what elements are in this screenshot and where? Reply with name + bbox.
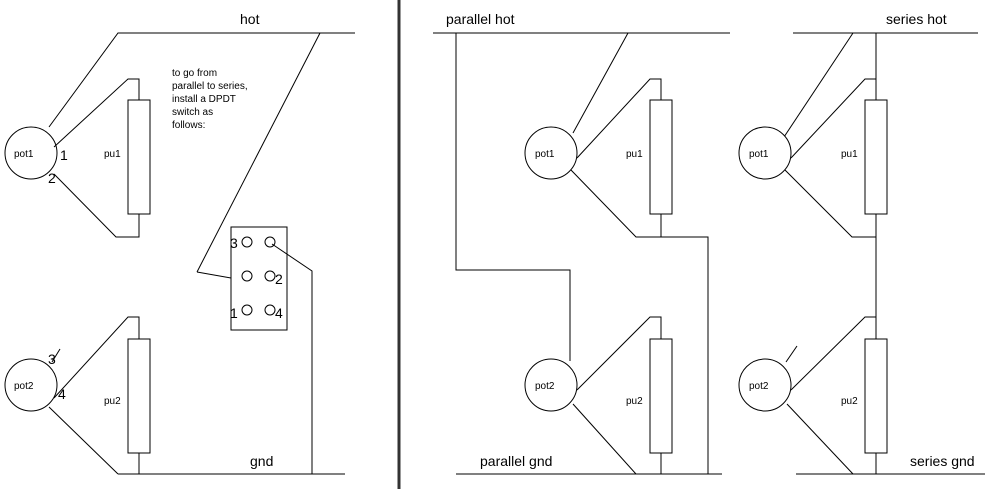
switch-lug-mid-left (241, 270, 253, 282)
note-line-1: to go from (172, 68, 217, 79)
series-pu1-body (864, 99, 888, 215)
series-pu1-label: pu1 (841, 149, 858, 160)
switch-lug-bottom-left (241, 304, 253, 316)
hot-label: hot (240, 11, 260, 27)
pu1-bottom-lead (53, 173, 140, 238)
pu1-label: pu1 (104, 149, 121, 160)
pu2-top-lead (53, 316, 140, 399)
parallel-pot2-label: pot2 (535, 381, 555, 392)
series-panel: pot1 pu1 pot2 pu2 series hot series gnd (738, 11, 985, 475)
series-pu2-label: pu2 (841, 396, 858, 407)
series-pot2-open-lead (785, 345, 798, 363)
left-panel: pot1 pu1 1 2 pot2 pu2 3 4 to go from par… (4, 11, 355, 475)
pot2-label: pot2 (14, 381, 34, 392)
parallel-pot2-circle (524, 358, 578, 412)
hot-to-switch-wire (196, 32, 321, 273)
series-pu2-top-lead (790, 316, 876, 391)
parallel-gnd-return (661, 236, 709, 474)
series-pot2-circle (738, 358, 792, 412)
switch-lug-bottom-right (264, 304, 276, 316)
pu1-top-lead (53, 78, 140, 148)
series-pot1-label: pot1 (749, 149, 769, 160)
parallel-pu1-bottom-lead (570, 169, 662, 238)
parallel-pot2-to-gnd (572, 403, 637, 475)
parallel-pu2-label: pu2 (626, 396, 643, 407)
switch-lug-top-left (241, 236, 253, 248)
note-line-3: install a DPDT (172, 94, 236, 105)
hot-wire (48, 32, 355, 128)
parallel-pot1-circle (524, 126, 578, 180)
note-line-5: follows: (172, 120, 205, 131)
pot2-pin-3: 3 (48, 351, 56, 367)
switch-pin-3: 3 (230, 235, 238, 251)
switch-pin-2: 2 (275, 271, 283, 287)
series-pu1-bottom-lead (784, 169, 876, 238)
series-gnd-label: series gnd (910, 453, 975, 469)
gnd-label: gnd (250, 453, 273, 469)
parallel-panel: pot1 pu1 pot2 pu2 parallel hot parallel … (433, 11, 730, 475)
parallel-pot1-label: pot1 (535, 149, 555, 160)
pu2-body (127, 338, 151, 454)
series-hot-label: series hot (886, 11, 947, 27)
dpdt-switch-body (230, 226, 288, 331)
switch-pin-1: 1 (230, 305, 238, 321)
parallel-pu2-top-lead (576, 316, 662, 391)
series-pot2-to-gnd (786, 403, 854, 475)
pot2-circle (4, 358, 58, 412)
parallel-pu2-body (649, 338, 673, 454)
series-hot-to-pot1-wire (783, 32, 854, 138)
switch-pin-4: 4 (275, 305, 283, 321)
pot2-pin-3-lead (51, 348, 61, 363)
pot2-pin-4: 4 (58, 386, 66, 402)
series-pu2-body (864, 338, 888, 454)
pot1-label: pot1 (14, 149, 34, 160)
series-pot2-label: pot2 (749, 381, 769, 392)
pot1-circle (4, 126, 58, 180)
series-pot1-circle (738, 126, 792, 180)
pu1-body (127, 99, 151, 215)
parallel-pu1-label: pu1 (626, 149, 643, 160)
pot1-pin-2: 2 (48, 170, 56, 186)
pot2-to-gnd-wire (48, 406, 119, 475)
note-line-2: parallel to series, (172, 81, 248, 92)
note-line-4: switch as (172, 107, 213, 118)
parallel-pu1-body (649, 99, 673, 215)
parallel-hot-to-pot2-wire (455, 33, 571, 361)
parallel-hot-label: parallel hot (446, 11, 515, 27)
switch-lug-mid-right (264, 270, 276, 282)
parallel-pu1-top-lead (576, 78, 662, 159)
pu2-label: pu2 (104, 396, 121, 407)
switch-to-gnd-wire (271, 243, 313, 474)
parallel-gnd-label: parallel gnd (480, 453, 552, 469)
parallel-hot-to-pot1-wire (572, 32, 629, 134)
series-pu1-top-lead (790, 78, 876, 159)
pot1-pin-1: 1 (60, 147, 68, 163)
